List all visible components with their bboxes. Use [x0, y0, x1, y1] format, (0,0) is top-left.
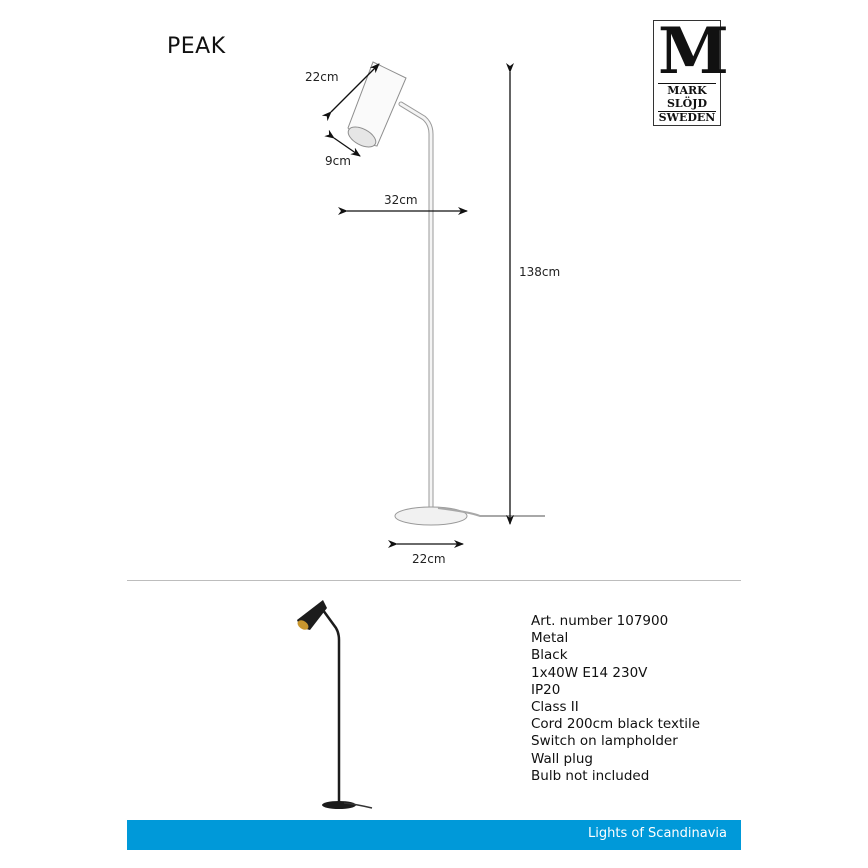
logo-rule [658, 111, 716, 112]
lamp-product-photo [297, 600, 373, 809]
spec-item: Black [531, 647, 568, 664]
footer-banner: Lights of Scandinavia [127, 820, 741, 850]
logo-line-1: MARK [667, 84, 707, 97]
section-divider [127, 580, 741, 581]
spec-item: Art. number 107900 [531, 613, 669, 629]
spec-item: Wall plug [531, 750, 593, 767]
spec-item: Bulb not included [531, 767, 650, 784]
lamp-line-drawing [347, 61, 545, 526]
spec-item: Metal [531, 630, 569, 647]
dim-reach: 32cm [384, 193, 418, 207]
product-title: PEAK [167, 34, 226, 59]
brand-logo: M MARK SLÖJD SWEDEN [653, 20, 729, 126]
spec-item: Cord 200cm black textile [531, 716, 701, 733]
spec-item: IP20 [531, 681, 561, 698]
dim-height: 138cm [519, 265, 561, 279]
spec-item: 1x40W E14 230V [531, 664, 648, 681]
logo-line-3: SWEDEN [658, 111, 716, 124]
footer-tagline: Lights of Scandinavia [588, 826, 727, 841]
spec-item: Class II [531, 699, 579, 716]
spec-item: Switch on lampholder [531, 733, 678, 750]
dim-shade-diameter: 9cm [325, 154, 351, 168]
dim-base-diameter: 22cm [412, 552, 446, 566]
logo-rule [658, 83, 716, 84]
spec-list: Art. number 107900 Metal Black 1x40W E14… [531, 613, 700, 785]
logo-line-2: SLÖJD [666, 97, 707, 110]
dim-shade-length: 22cm [305, 70, 339, 84]
